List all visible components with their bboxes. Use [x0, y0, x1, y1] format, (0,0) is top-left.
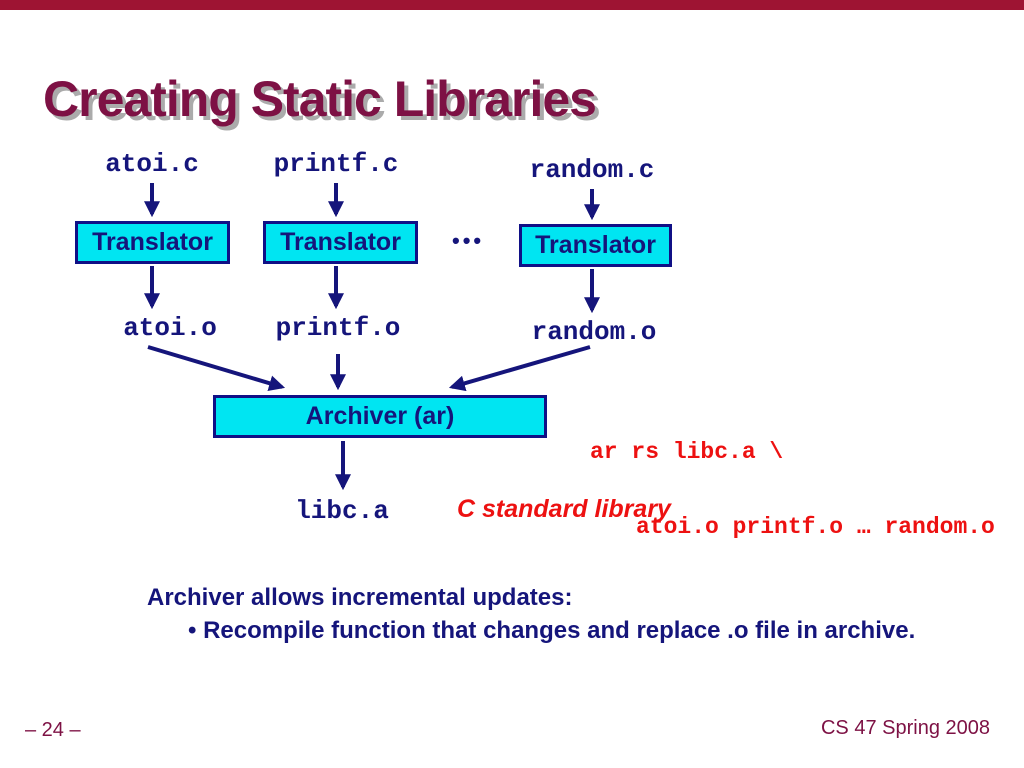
translator-box-2: Translator: [263, 221, 418, 264]
ar-command: ar rs libc.a \ atoi.o printf.o … random.…: [590, 390, 995, 565]
translator-box-1-label: Translator: [92, 228, 213, 256]
translator-box-2-label: Translator: [280, 228, 401, 256]
source-file-atoi-c: atoi.c: [105, 149, 199, 179]
object-file-printf-o: printf.o: [275, 313, 401, 343]
archiver-box: Archiver (ar): [213, 395, 547, 438]
translator-box-3-label: Translator: [535, 231, 656, 259]
body-heading: Archiver allows incremental updates:: [147, 584, 573, 611]
top-accent-bar: [0, 0, 1024, 10]
output-file-libc-a: libc.a: [295, 496, 389, 526]
source-file-random-c: random.c: [529, 155, 655, 185]
translator-box-3: Translator: [519, 224, 672, 267]
source-file-printf-c: printf.c: [273, 149, 399, 179]
c-standard-library-note: C standard library: [457, 495, 671, 523]
ellipsis-dots: •••: [452, 228, 485, 253]
page-title: Creating Static Libraries: [43, 70, 597, 127]
translator-box-1: Translator: [75, 221, 230, 264]
object-file-atoi-o: atoi.o: [123, 313, 217, 343]
ar-command-line-1: ar rs libc.a \: [590, 439, 784, 465]
footer-course-name: CS 47 Spring 2008: [820, 717, 990, 739]
ar-command-line-2: atoi.o printf.o … random.o: [636, 514, 995, 540]
footer-page-number: – 24 –: [25, 719, 81, 741]
arrow-atoi-o-to-archiver: [147, 345, 286, 392]
object-file-random-o: random.o: [531, 317, 657, 347]
arrow-random-o-to-archiver: [448, 345, 591, 392]
archiver-box-label: Archiver (ar): [305, 402, 455, 430]
body-bullet-item: • Recompile function that changes and re…: [188, 617, 916, 644]
